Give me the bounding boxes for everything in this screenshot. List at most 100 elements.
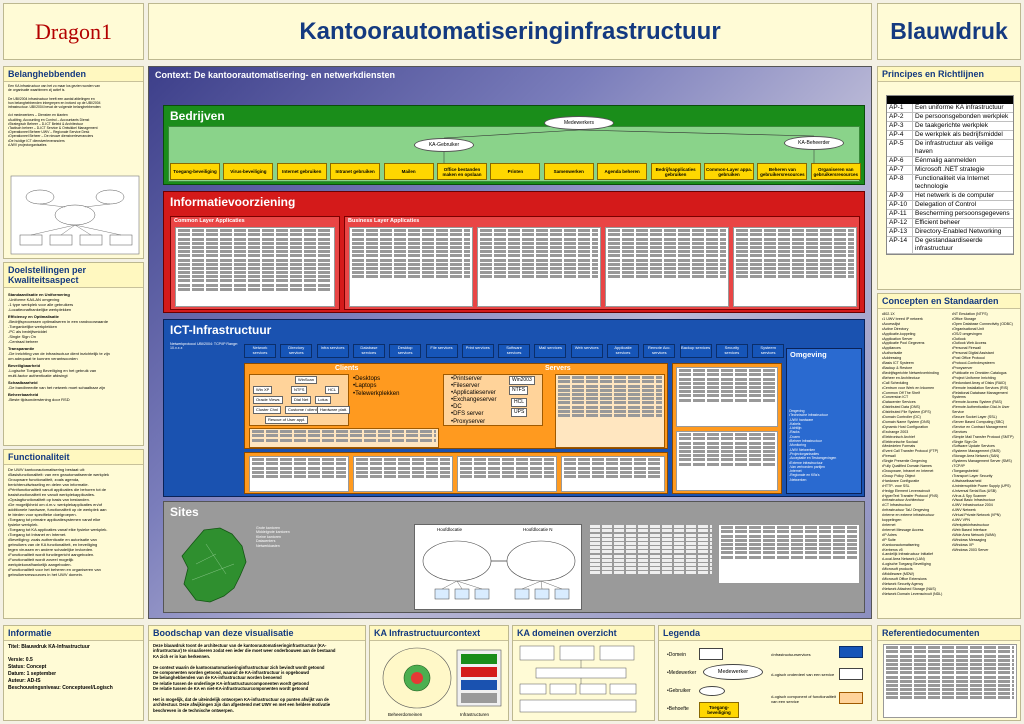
functionaliteit-line: basisfunctionaliteit en vanuit werkpleka… (8, 492, 95, 497)
concept-item: •Remote Authentication Dial-In User Serv… (952, 405, 1010, 415)
referentie-panel: Referentiedocumenten (877, 625, 1021, 721)
legenda-domein: •Domein (667, 652, 686, 658)
informatie-title: Informatievoorziening (170, 195, 296, 209)
doelstelling-line: -Uniforme KA/LAN omgeving (8, 297, 60, 302)
ict-service-chip: Web services (570, 344, 603, 358)
doelstelling-line: -Beste tijdsonderstening door RSD (8, 397, 70, 402)
principes-title: Principes en Richtlijnen (878, 67, 1020, 82)
ict-middle-column (672, 363, 782, 494)
principe-text: Delegation of Control (915, 201, 977, 208)
belanghebbenden-line: •Strategisch Beheer – D-ICT Beleid & Arc… (8, 121, 84, 126)
bedrijven-service-label: Mailen (401, 169, 416, 174)
doelstellingen-text: Standaardisatie en Uniformering-Uniforme… (4, 288, 143, 404)
doelstelling-heading: Beveiligbaarheid (8, 363, 41, 368)
doelstelling-heading: Transparantie (8, 346, 35, 351)
boodschap-line: KA zich er in kan herkennen. (153, 653, 211, 659)
sites-notes (588, 524, 714, 610)
concept-item: •Middleware (MDW) (882, 572, 915, 577)
server-list-item: •Proxyserver (451, 418, 486, 425)
doelstelling-line: -Single Sign On (8, 334, 37, 339)
bedrijven-service-box: Mailen (383, 163, 434, 180)
info-value: 1 september (26, 671, 57, 677)
omgeving-item: •Beheer infrastructuur (789, 439, 822, 444)
concept-item: •Distributed Data (DNS) (882, 405, 921, 410)
omgeving-item: -Acceptatie en Testomgevingen (789, 456, 837, 461)
server-component: UPS (511, 408, 528, 417)
bedrijven-service-box: Organiseren van gebruikersresources (810, 163, 861, 180)
doelstelling-heading: Standaardisatie en Uniformering (8, 292, 70, 297)
referentie-table (883, 644, 1017, 718)
bedrijven-service-box: Samenwerken (543, 163, 594, 180)
principe-text: Een uniforme KA infrastructuur (915, 104, 1004, 111)
info-value: AD-IS (26, 678, 41, 684)
boodschap-title: Boodschap van deze visualisatie (149, 626, 365, 641)
concept-item: •Microsoft products (882, 567, 913, 572)
functionaliteit-panel: Functionaliteit De UWV kantoorautomatise… (3, 449, 144, 619)
legenda-toegang-text: Toegang-beveiliging (707, 705, 731, 715)
concept-item: •Wide Area Network (WAN) (952, 532, 996, 537)
concept-item: •Office Storage (952, 316, 977, 321)
concept-item: •Basis ICT Systeem (882, 361, 914, 366)
principe-code: AP-4 (887, 131, 913, 139)
concept-item: •Software Update Services (952, 444, 995, 449)
bedrijven-service-label: Printen (507, 169, 524, 174)
client-component: Oracle Views (253, 396, 283, 404)
principe-code: AP-5 (887, 140, 913, 156)
belanghebbenden-text: Een KA infrastructuur van het zo maar lo… (4, 82, 143, 149)
belanghebbenden-line: •Operationeel Beheer – De nieuwe dienstv… (8, 134, 94, 139)
doelstelling-line: -Logische Toegang Beveiliging en het geb… (8, 368, 97, 373)
omgeving-item: -Racks (789, 430, 800, 435)
doelstelling-line: -Toegankelijke werkplekken (8, 324, 57, 329)
bedrijven-service-box: Printen (490, 163, 541, 180)
doelstelling-heading: Beheerbaarheid (8, 392, 39, 397)
kantoor-a-label: Hoofdlocatie (437, 527, 463, 532)
concept-item: •Uitwisselbaarheid (952, 478, 982, 483)
concept-item: •Web Based Interface (952, 527, 987, 532)
concept-item: •Firewall (882, 454, 896, 459)
concept-item: •HyperText Transfer Protocol (FNS) (882, 493, 939, 498)
concepten-panel: Concepten en Standaarden •802.1X•1 UWV b… (877, 293, 1021, 619)
functionaliteit-line: gebruikers van de KA functionaliteit, en… (8, 542, 98, 547)
doelstelling-line: -1 type werkplek voor alle gebruikers (8, 302, 74, 307)
client-list-item: •Telewerkplekken (353, 390, 400, 397)
bedrijven-service-label: Virus-beveiliging (230, 169, 267, 174)
ict-sub-a (249, 456, 349, 492)
omgeving-item: •Technische infrastructuur (789, 413, 828, 418)
omgeving-item: -Monitoring (789, 443, 806, 448)
concept-item: •UWV Netwerk (952, 508, 976, 513)
ka-beheerder-ellipse: KA-Beheerder (784, 136, 844, 150)
concepten-col1: •802.1X•1 UWV breed IP netwerk•Accesslij… (882, 312, 950, 597)
omgeving-item: -Dozen (789, 434, 800, 439)
omgeving-item: -UWV Netwerken (789, 447, 816, 452)
client-component: Cluster Chnl (253, 406, 282, 414)
bedrijven-service-label: Beheren van gebruikersresources (760, 166, 805, 177)
concept-item: •Hedgp Element Levenscircuit (882, 488, 931, 493)
netherlands-map (181, 527, 247, 603)
kacontext-diagram (382, 647, 502, 709)
server-component: HCL (511, 398, 528, 407)
client-list-item: •Laptops (353, 383, 377, 390)
bedrijven-layer: Bedrijven Medewerkers KA-Gebruiker KA-Be… (163, 105, 865, 185)
bedrijven-service-label: Internet gebruiken (282, 169, 322, 174)
principe-text: Eénmalig aanmelden (915, 157, 977, 164)
business-layer-title: Business Layer Applicaties (348, 218, 420, 224)
bedrijven-service-label: Common-Layer appa. gebruiken (705, 166, 752, 177)
principe-code: AP-12 (887, 219, 913, 227)
concept-item: •Applicatie-koppeling (882, 331, 916, 336)
boodschap-line: De context waarin de kantoorautomatiseri… (153, 664, 325, 670)
info-key: Auteur: (8, 678, 27, 684)
ict-layer: ICT-Infrastructuur Netwerkprotocol UBI/2… (163, 319, 865, 497)
concept-item: •Landelijk Infrastructuur Initiatief (882, 552, 933, 557)
concept-item: •Project Uniforme Inrichting (952, 375, 996, 380)
concept-item: •Remote Access System (RAS) (952, 400, 1002, 405)
concept-item: •Infrastructuur TaU Omgeving (882, 508, 930, 513)
sites-text-line: Kleine kantoren (256, 534, 281, 539)
doelstelling-line: -Locatieonafhankelijke werkplekken (8, 307, 72, 312)
legenda-medewerker-ellipse: Medewerker (703, 664, 763, 680)
common-layer-title: Common Layer Applicaties (174, 218, 245, 224)
principe-code: AP-10 (887, 201, 913, 209)
